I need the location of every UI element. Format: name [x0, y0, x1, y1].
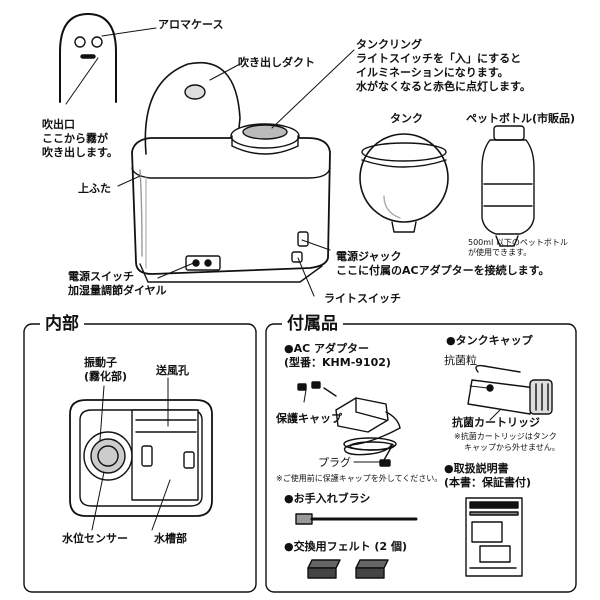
label-tank-ring: タンクリング ライトスイッチを「入」にすると イルミネーションになります。 水が… — [356, 38, 531, 94]
accessories-section-title: 付属品 — [282, 314, 343, 334]
vibrator-line-1: 振動子 — [84, 356, 127, 370]
power-jack-desc: ここに付属のACアダプターを接続します。 — [336, 264, 550, 278]
label-pet-bottle: ペットボトル(市販品) — [466, 112, 575, 126]
label-vibrator: 振動子 (霧化部) — [84, 356, 127, 384]
label-manual: ●取扱説明書 (本書：保証書付) — [444, 462, 531, 490]
aroma-case-inset — [60, 14, 116, 102]
label-light-switch: ライトスイッチ — [324, 292, 401, 306]
manual-line-1: ●取扱説明書 — [444, 462, 531, 476]
tank-illustration — [360, 134, 448, 232]
label-power-switch: 電源スイッチ 加湿量調節ダイヤル — [68, 270, 167, 298]
label-cartridge: 抗菌カートリッジ — [452, 416, 540, 430]
power-switch-line-1: 電源スイッチ — [68, 270, 167, 284]
label-water-tank: 水槽部 — [154, 532, 187, 546]
cap-note: ※ご使用前に保護キャップを外してください。 — [276, 474, 442, 484]
label-brush: ●お手入れブラシ — [284, 492, 370, 506]
inside-section-title: 内部 — [40, 314, 84, 334]
humidifier-body — [132, 63, 330, 282]
outlet-title: 吹出口 — [42, 118, 118, 132]
power-switch-line-2: 加湿量調節ダイヤル — [68, 284, 167, 298]
ac-adapter-line-1: ●AC アダプター — [284, 342, 391, 356]
tank-ring-desc-3: 水がなくなると赤色に点灯します。 — [356, 80, 531, 94]
pet-bottle-illustration — [482, 126, 534, 246]
label-tank-cap: ●タンクキャップ — [446, 334, 533, 348]
vibrator-line-2: (霧化部) — [84, 370, 127, 384]
manual-illustration — [466, 498, 522, 576]
label-tank: タンク — [390, 112, 423, 126]
label-top-lid: 上ふた — [78, 182, 111, 196]
outlet-desc-2: 吹き出します。 — [42, 146, 118, 160]
cleaning-brush-illustration — [296, 514, 416, 524]
manual-line-2: (本書：保証書付) — [444, 476, 531, 490]
label-duct: 吹き出しダクト — [238, 56, 315, 70]
label-plug: プラグ — [318, 456, 351, 470]
tank-cap-illustration — [468, 366, 552, 414]
power-jack-title: 電源ジャック — [336, 250, 550, 264]
tank-ring-desc-2: イルミネーションになります。 — [356, 66, 531, 80]
label-vent: 送風孔 — [156, 364, 189, 378]
label-power-jack: 電源ジャック ここに付属のACアダプターを接続します。 — [336, 250, 550, 278]
label-outlet: 吹出口 ここから霧が 吹き出します。 — [42, 118, 118, 160]
tank-ring-desc-1: ライトスイッチを「入」にすると — [356, 52, 531, 66]
label-ac-adapter: ●AC アダプター (型番：KHM-9102) — [284, 342, 391, 370]
label-aroma-case: アロマケース — [158, 18, 223, 32]
felt-illustration — [308, 560, 388, 578]
pet-note-1: 500ml 以下のペットボトル — [468, 238, 568, 248]
cartridge-note-1: ※抗菌カートリッジはタンク — [454, 432, 557, 442]
ac-adapter-line-2: (型番：KHM-9102) — [284, 356, 391, 370]
outlet-desc-1: ここから霧が — [42, 132, 118, 146]
inside-top-view — [70, 400, 212, 516]
label-water-sensor: 水位センサー — [62, 532, 128, 546]
label-antibac-grain: 抗菌粒 — [444, 354, 477, 368]
cartridge-note-2: キャップから外せません。 — [464, 443, 560, 453]
label-protective-cap: 保護キャップ — [276, 412, 342, 426]
tank-ring-title: タンクリング — [356, 38, 531, 52]
label-felt: ●交換用フェルト (2 個) — [284, 540, 407, 554]
